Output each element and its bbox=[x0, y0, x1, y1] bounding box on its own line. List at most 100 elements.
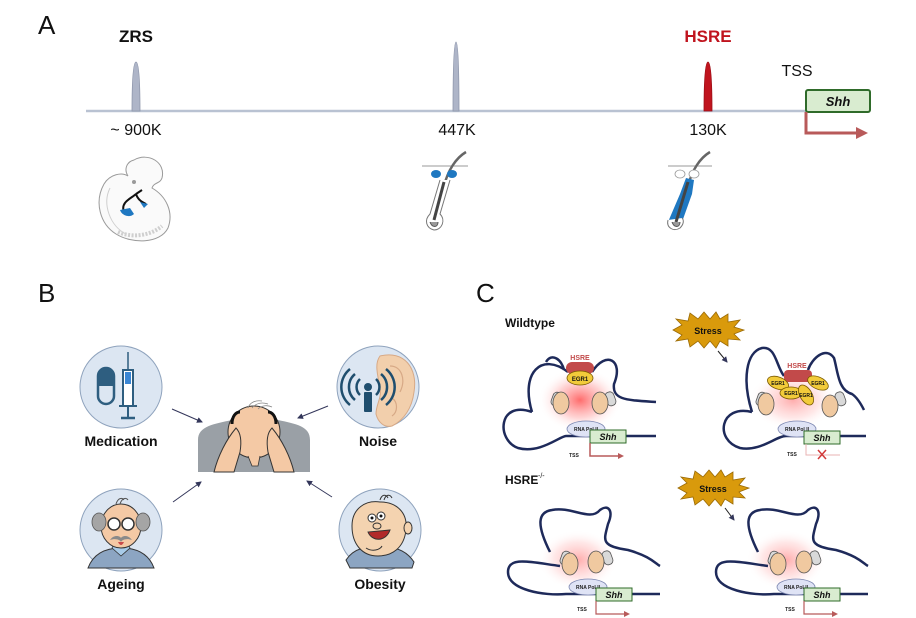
ctcf bbox=[757, 392, 775, 416]
hair-follicle-icon bbox=[422, 150, 468, 231]
obese-man-icon bbox=[345, 494, 415, 569]
factor-medication-label: Medication bbox=[84, 433, 157, 449]
factor-noise: Noise bbox=[336, 345, 420, 449]
dna-strand bbox=[714, 560, 868, 596]
ctcf bbox=[552, 391, 570, 415]
panel-b: B bbox=[38, 278, 422, 592]
shh-gene-box bbox=[589, 429, 627, 444]
blocked-x-icon bbox=[817, 449, 827, 460]
stress-burst-wildtype: Stress bbox=[672, 311, 746, 349]
ctcf bbox=[591, 391, 609, 415]
factor-obesity: Obesity bbox=[338, 488, 422, 592]
svg-text:HSRE: HSRE bbox=[505, 473, 538, 487]
enhancer-hsre-distance: 130K bbox=[689, 122, 727, 139]
shh-gene-box bbox=[595, 587, 633, 602]
dna-strand bbox=[745, 346, 866, 413]
enhancer-hsre: HSRE 130K bbox=[684, 27, 731, 139]
shh-gene-box bbox=[803, 430, 841, 445]
arrow-medication bbox=[171, 408, 203, 423]
dna-strand bbox=[722, 409, 866, 450]
knockout-superscript: -/- bbox=[538, 473, 545, 480]
arrow-obesity bbox=[306, 480, 333, 498]
stress-arrow bbox=[724, 507, 735, 521]
svg-text:RNA Pol II: RNA Pol II bbox=[785, 427, 810, 433]
dna-strand bbox=[527, 358, 657, 413]
dna-strand bbox=[506, 560, 660, 596]
egr1-factor bbox=[798, 384, 814, 406]
transcription-arrow bbox=[804, 112, 868, 139]
factor-medication: Medication bbox=[79, 345, 163, 449]
activity-glow bbox=[538, 368, 622, 432]
enhancer-zrs-label: ZRS bbox=[119, 27, 153, 46]
panel-a-letter: A bbox=[38, 10, 56, 40]
shh-gene-box: Shh bbox=[805, 89, 871, 113]
stress-burst-knockout: Stress bbox=[677, 469, 751, 507]
arrow-ageing bbox=[172, 481, 202, 503]
hsre-label: HSRE bbox=[570, 355, 590, 362]
stress-label: Stress bbox=[694, 326, 722, 336]
tss-label: TSS bbox=[787, 452, 797, 458]
transcription-arrow bbox=[595, 601, 626, 615]
svg-text:Shh: Shh bbox=[814, 590, 832, 600]
panel-c: C Wildtype HSRE -/- Stress Stress HSRE E bbox=[476, 278, 869, 617]
enhancer-zrs-peak bbox=[131, 61, 141, 112]
tss-label: TSS bbox=[577, 607, 587, 613]
ctcf bbox=[821, 394, 839, 418]
dna-strand bbox=[502, 408, 656, 451]
svg-text:RNA Pol II: RNA Pol II bbox=[576, 585, 601, 591]
tss-label: TSS bbox=[785, 607, 795, 613]
enhancer-zrs-distance: ~ 900K bbox=[110, 122, 161, 139]
ear-sound-icon bbox=[340, 354, 416, 427]
ctcf bbox=[769, 552, 787, 576]
svg-text:Shh: Shh bbox=[606, 590, 624, 600]
diagram-wildtype-basal: HSRE EGR1 RNA Pol II Shh TSS bbox=[502, 355, 657, 459]
hsre-element bbox=[566, 362, 594, 374]
svg-text:Shh: Shh bbox=[600, 432, 618, 442]
panel-a: A ZRS ~ 900K 447K HSRE 130K TSS Shh bbox=[38, 10, 871, 242]
factor-obesity-label: Obesity bbox=[354, 576, 406, 592]
dna-strand bbox=[539, 506, 661, 568]
hsre-label: HSRE bbox=[787, 363, 807, 370]
enhancer-zrs: ZRS ~ 900K bbox=[110, 27, 161, 139]
panel-c-letter: C bbox=[476, 278, 495, 308]
hair-follicle-highlighted-icon bbox=[667, 150, 712, 231]
pill-syringe-icon bbox=[96, 352, 137, 420]
diagram-knockout-stress: RNA Pol II Shh TSS bbox=[714, 506, 869, 617]
old-man-icon bbox=[87, 497, 155, 569]
svg-text:EGR1: EGR1 bbox=[811, 381, 825, 387]
factor-ageing: Ageing bbox=[79, 488, 163, 592]
svg-text:RNA Pol II: RNA Pol II bbox=[784, 585, 809, 591]
svg-text:EGR1: EGR1 bbox=[771, 381, 785, 387]
factor-noise-label: Noise bbox=[359, 433, 397, 449]
stress-arrow bbox=[717, 350, 728, 363]
svg-text:EGR1: EGR1 bbox=[799, 393, 813, 399]
svg-text:EGR1: EGR1 bbox=[784, 391, 798, 397]
factor-circle bbox=[79, 345, 163, 429]
hair-loss-man-icon bbox=[198, 400, 310, 473]
diagram-knockout-basal: RNA Pol II Shh TSS bbox=[506, 506, 661, 617]
row-label-wildtype: Wildtype bbox=[505, 316, 555, 330]
enhancer-447k-distance: 447K bbox=[438, 122, 476, 139]
transcription-arrow bbox=[589, 443, 620, 457]
tss-label: TSS bbox=[781, 63, 812, 80]
transcription-arrow-blocked bbox=[805, 444, 840, 456]
ctcf bbox=[561, 552, 579, 576]
enhancer-447k: 447K bbox=[438, 41, 476, 139]
transcription-arrow bbox=[803, 601, 834, 615]
enhancer-447k-peak bbox=[452, 41, 460, 112]
tss-label: TSS bbox=[569, 453, 579, 459]
enhancer-hsre-label: HSRE bbox=[684, 27, 731, 46]
hsre-element bbox=[784, 370, 812, 382]
enhancer-hsre-peak bbox=[703, 61, 713, 112]
shh-gene-box bbox=[803, 587, 841, 602]
row-label-hsre-knockout: HSRE -/- bbox=[505, 473, 545, 487]
diagram-wildtype-stress: HSRE EGR1 EGR1 EGR1 EGR1 RNA Pol II Shh … bbox=[722, 346, 866, 460]
ctcf bbox=[587, 550, 605, 574]
egr1-factor bbox=[566, 370, 594, 386]
activity-glow bbox=[538, 530, 618, 590]
egr1-factor bbox=[807, 375, 829, 391]
svg-text:Shh: Shh bbox=[814, 433, 832, 443]
arrow-noise bbox=[297, 405, 329, 419]
dna-strand bbox=[747, 506, 869, 568]
